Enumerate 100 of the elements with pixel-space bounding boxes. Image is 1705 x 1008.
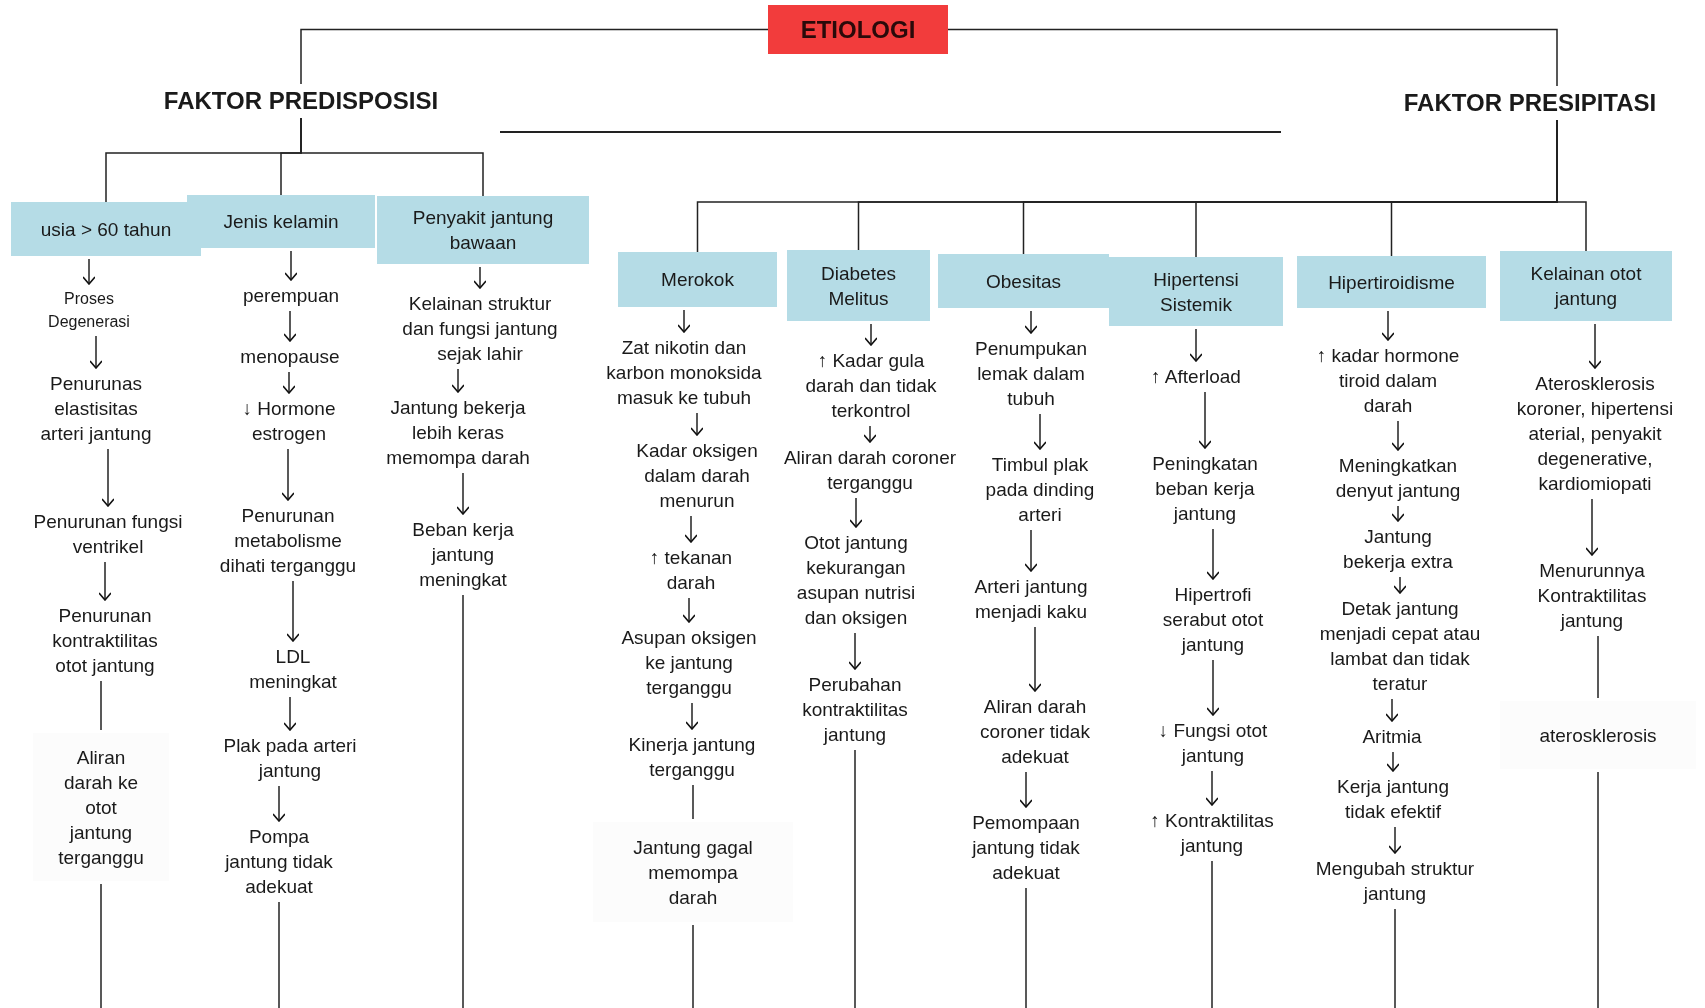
arrow xyxy=(684,515,698,543)
arrow xyxy=(848,632,862,670)
arrow xyxy=(82,258,96,285)
arrow xyxy=(1391,420,1405,451)
heading-text: FAKTOR PRESIPITASI xyxy=(1380,88,1680,118)
flow-text: Timbul plak pada dinding arteri xyxy=(970,452,1110,527)
flow-text: Kelainan struktur dan fungsi jantung sejak lahir xyxy=(396,291,564,366)
connector-line xyxy=(947,28,1558,87)
connector-line xyxy=(100,680,102,731)
arrow xyxy=(1393,576,1407,594)
arrow xyxy=(456,472,470,515)
flow-text: Kinerja jantung terganggu xyxy=(612,732,772,782)
factor-box: Merokok xyxy=(618,252,777,307)
connector-line xyxy=(854,749,856,1008)
flow-text: Detak jantung menjadi cepat atau lambat dan tidak teratur xyxy=(1319,596,1481,696)
flow-text: Aterosklerosis koroner, hipertensi aterial, penyakit degenerative, kardiomiopati xyxy=(1505,371,1685,496)
connector-line xyxy=(100,883,102,1008)
flow-text: Otot jantung kekurangan asupan nutrisi dan oksigen xyxy=(783,530,929,630)
factor-box: Penyakit jantung bawaan xyxy=(377,196,589,264)
factor-box: Kelainan otot jantung xyxy=(1500,251,1672,321)
arrow xyxy=(1206,659,1220,716)
connector-line xyxy=(692,924,694,1008)
flow-text: Pemompaan jantung tidak adekuat xyxy=(961,810,1091,885)
arrow xyxy=(864,323,878,346)
connector-line xyxy=(278,901,280,1008)
flow-text: ↓ Hormone estrogen xyxy=(219,396,359,446)
arrow xyxy=(286,580,300,642)
flow-text: menopause xyxy=(210,344,370,369)
flow-text: Plak pada arteri jantung xyxy=(210,733,370,783)
flow-text: Mengubah struktur jantung xyxy=(1315,856,1475,906)
arrow xyxy=(451,368,465,393)
flow-text: Menurunnya Kontraktilitas jantung xyxy=(1512,558,1672,633)
arrow xyxy=(1024,529,1038,572)
arrow xyxy=(677,309,691,333)
arrow xyxy=(283,696,297,731)
flow-text: Aliran darah coroner terganggu xyxy=(781,445,959,495)
arrow xyxy=(281,448,295,501)
flow-text: Penurunan fungsi ventrikel xyxy=(33,509,183,559)
flow-text: Penurunan metabolisme dihati terganggu xyxy=(218,503,358,578)
arrow xyxy=(1028,626,1042,692)
flow-text: Penurunan kontraktilitas otot jantung xyxy=(37,603,173,678)
factor-box: Diabetes Melitus xyxy=(787,250,930,321)
arrow xyxy=(685,702,699,730)
flow-text: ↑ Kadar gula darah dan tidak terkontrol xyxy=(793,348,949,423)
flow-text: ↓ Fungsi otot jantung xyxy=(1138,718,1288,768)
arrow xyxy=(1381,310,1395,341)
arrow xyxy=(284,250,298,281)
arrow xyxy=(1198,391,1212,449)
flow-text: Aritmia xyxy=(1332,724,1452,749)
flow-text: Pompa jantung tidak adekuat xyxy=(220,824,338,899)
connector-line xyxy=(1597,771,1599,1008)
arrow xyxy=(1391,505,1405,522)
arrow xyxy=(473,266,487,289)
flow-text: Hipertrofi serabut otot jantung xyxy=(1145,582,1281,657)
arrow xyxy=(1019,771,1033,808)
connector-line xyxy=(1211,860,1213,1008)
arrow xyxy=(1385,698,1399,722)
flow-text: perempuan xyxy=(211,283,371,308)
flow-text: Meningkatkan denyut jantung xyxy=(1323,453,1473,503)
flow-text: ↑ Kontraktilitas jantung xyxy=(1127,808,1297,858)
flow-text: Jantung bekerja extra xyxy=(1338,524,1458,574)
factor-box: Hipertensi Sistemik xyxy=(1109,257,1283,326)
arrow xyxy=(1189,328,1203,362)
arrow xyxy=(1033,413,1047,450)
factor-box: Hipertiroidisme xyxy=(1297,256,1486,308)
arrow xyxy=(1386,751,1400,772)
arrow xyxy=(1205,770,1219,806)
flow-text: Zat nikotin dan karbon monoksida masuk ke tubuh xyxy=(596,335,772,410)
arrow xyxy=(89,335,103,369)
flow-text: ↑ kadar hormone tiroid dalam darah xyxy=(1313,343,1463,418)
arrow xyxy=(1024,310,1038,334)
connector-line xyxy=(692,784,694,820)
arrow xyxy=(1388,826,1402,854)
flow-text: Proses Degenerasi xyxy=(24,287,154,333)
arrow xyxy=(101,448,115,507)
connector-line xyxy=(462,594,464,1008)
arrow xyxy=(283,310,297,342)
flow-text: LDL meningkat xyxy=(233,644,353,694)
flow-text: Arteri jantung menjadi kaku xyxy=(956,574,1106,624)
arrow xyxy=(1585,498,1599,556)
arrow xyxy=(282,371,296,394)
arrow xyxy=(1206,528,1220,580)
flow-text: Asupan oksigen ke jantung terganggu xyxy=(616,625,762,700)
arrow xyxy=(272,785,286,822)
arrow xyxy=(1588,323,1602,369)
flow-text: Kerja jantung tidak efektif xyxy=(1323,774,1463,824)
factor-box: Jenis kelamin xyxy=(187,195,375,248)
arrow xyxy=(690,412,704,436)
flow-text: Beban kerja jantung meningkat xyxy=(398,517,528,592)
flow-text: Aliran darah coroner tidak adekuat xyxy=(965,694,1105,769)
flow-text: Perubahan kontraktilitas jantung xyxy=(780,672,930,747)
connector-line xyxy=(300,117,484,197)
factor-box: usia > 60 tahun xyxy=(11,202,201,256)
factor-box: Obesitas xyxy=(938,254,1109,308)
connector-line xyxy=(1025,887,1027,1008)
connector-line xyxy=(300,28,769,85)
connector-line xyxy=(1597,635,1599,699)
arrow xyxy=(682,597,696,623)
flow-text: ↑ Afterload xyxy=(1121,364,1271,389)
flow-text: Jantung bekerja lebih keras memompa darah xyxy=(375,395,541,470)
